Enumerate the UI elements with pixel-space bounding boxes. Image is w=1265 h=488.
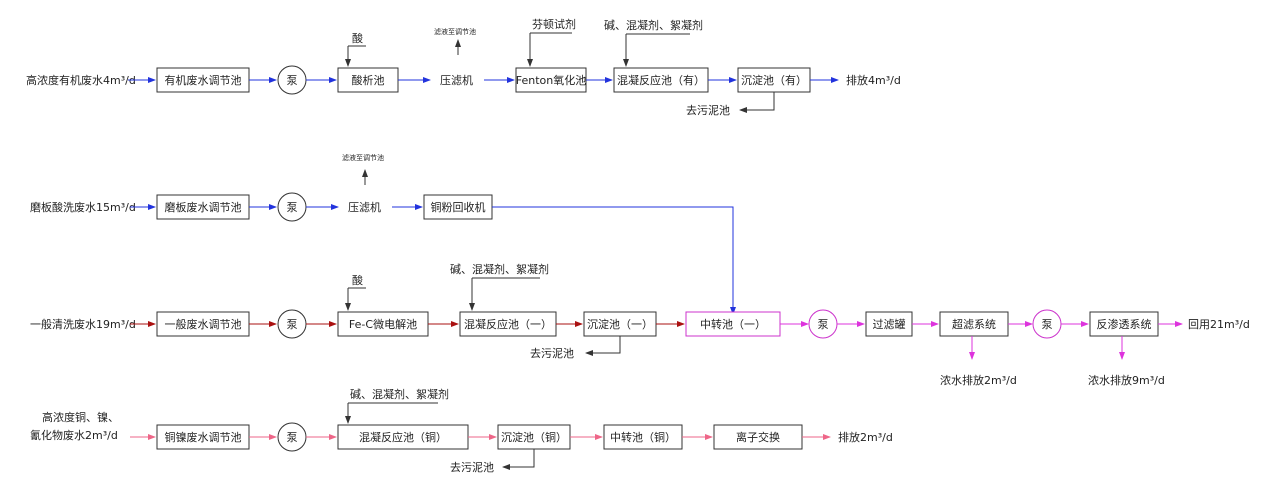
filter-press-label-2: 压滤机	[348, 200, 381, 214]
discharge-organic-label: 排放4m³/d	[846, 73, 901, 87]
row-grinding-acid-wash: 磨板酸洗废水15m³/d 磨板废水调节池 泵 压滤机 滤液至调节池 铜粉回收机	[30, 153, 736, 315]
coagulation-organic-label: 混凝反应池（有）	[617, 73, 705, 87]
settling-tank-general	[583, 311, 657, 337]
coagulation-tank-general	[459, 311, 557, 337]
coag-dose-label-organic: 碱、混凝剂、絮凝剂	[604, 18, 703, 32]
sludge-label-general: 去污泥池	[530, 347, 574, 360]
row-general-cleaning: 一般清洗废水19m³/d 一般废水调节池 泵 Fe-C微电解池 酸 混凝反应池（…	[30, 262, 1250, 387]
coagulation-general-label: 混凝反应池（一）	[464, 317, 552, 331]
reuse-label: 回用21m³/d	[1188, 318, 1250, 331]
acid-precipitation-label: 酸析池	[352, 73, 385, 87]
copper-source-label-line2: 氰化物废水2m³/d	[30, 428, 118, 442]
copper-recovery-label: 铜粉回收机	[431, 200, 486, 214]
coagulation-tank-copper	[337, 424, 469, 450]
pump-label: 泵	[287, 318, 298, 331]
grinding-equalization-label: 磨板废水调节池	[165, 200, 242, 214]
fenton-reagent-label: 芬顿试剂	[532, 17, 576, 31]
transfer-copper-label: 中转池（铜）	[610, 430, 676, 444]
sludge-line-general	[585, 336, 621, 356]
ro-concentrate-label: 浓水排放9m³/d	[1088, 373, 1165, 387]
grinding-source-label: 磨板酸洗废水15m³/d	[30, 200, 136, 214]
acid-dose-label-2: 酸	[352, 273, 363, 287]
row-organic-wastewater: 高浓度有机废水4m³/d 有机废水调节池 泵 酸析池 酸 压滤机 滤液至调节池 …	[26, 17, 901, 117]
sludge-label-organic: 去污泥池	[686, 104, 730, 117]
ultrafiltration-label: 超滤系统	[952, 317, 996, 331]
ultrafiltration-system	[939, 311, 1009, 337]
pump-label: 泵	[287, 201, 298, 214]
pump-label: 泵	[287, 74, 298, 87]
filter-tank	[865, 311, 913, 337]
settling-organic-label: 沉淀池（有）	[741, 73, 807, 87]
sludge-line-organic	[739, 92, 775, 113]
sludge-label-copper: 去污泥池	[450, 461, 494, 474]
coag-dose-label-copper: 碱、混凝剂、絮凝剂	[350, 387, 449, 401]
coagulation-copper-label: 混凝反应池（铜）	[359, 430, 447, 444]
transfer-general-label: 中转池（一）	[700, 317, 766, 331]
organic-source-label: 高浓度有机废水4m³/d	[26, 73, 136, 87]
pump-label: 泵	[1042, 318, 1053, 331]
transfer-tank-copper	[603, 424, 683, 450]
ion-exchange-unit	[713, 424, 803, 450]
discharge-copper-label: 排放2m³/d	[838, 430, 893, 444]
general-equalization-label: 一般废水调节池	[165, 317, 242, 331]
copper-equalization-label: 铜镍废水调节池	[165, 430, 242, 444]
general-equalization-tank	[156, 311, 250, 337]
copper-powder-recovery-unit	[423, 194, 493, 220]
pump-label: 泵	[818, 318, 829, 331]
coag-dose-label-general: 碱、混凝剂、絮凝剂	[450, 262, 549, 276]
fenton-oxidation-label: Fenton氧化池	[516, 73, 586, 87]
filtrate-return-label: 滤液至调节池	[434, 27, 476, 36]
grinding-equalization-tank	[156, 194, 250, 220]
copper-source-label-line1: 高浓度铜、镍、	[42, 410, 119, 424]
sludge-line-copper	[502, 449, 535, 470]
filter-tank-label: 过滤罐	[873, 318, 906, 331]
transfer-tank-general	[685, 311, 781, 337]
pump-label: 泵	[287, 431, 298, 444]
reverse-osmosis-label: 反渗透系统	[1097, 317, 1152, 331]
flow-arrow	[492, 206, 736, 315]
settling-general-label: 沉淀池（一）	[587, 317, 653, 331]
filtrate-return-label-2: 滤液至调节池	[342, 153, 384, 162]
settling-tank-copper	[497, 424, 571, 450]
general-source-label: 一般清洗废水19m³/d	[30, 317, 136, 331]
row-copper-nickel-cyanide: 高浓度铜、镍、 氰化物废水2m³/d 铜镍废水调节池 泵 混凝反应池（铜） 碱、…	[30, 387, 893, 474]
organic-equalization-label: 有机废水调节池	[165, 73, 242, 87]
reverse-osmosis-system	[1089, 311, 1159, 337]
filter-press-label: 压滤机	[440, 73, 473, 87]
ion-exchange-label: 离子交换	[736, 430, 780, 444]
acid-dose-label: 酸	[352, 31, 363, 45]
fe-c-label: Fe-C微电解池	[349, 317, 417, 331]
uf-concentrate-label: 浓水排放2m³/d	[940, 373, 1017, 387]
settling-copper-label: 沉淀池（铜）	[501, 430, 567, 444]
